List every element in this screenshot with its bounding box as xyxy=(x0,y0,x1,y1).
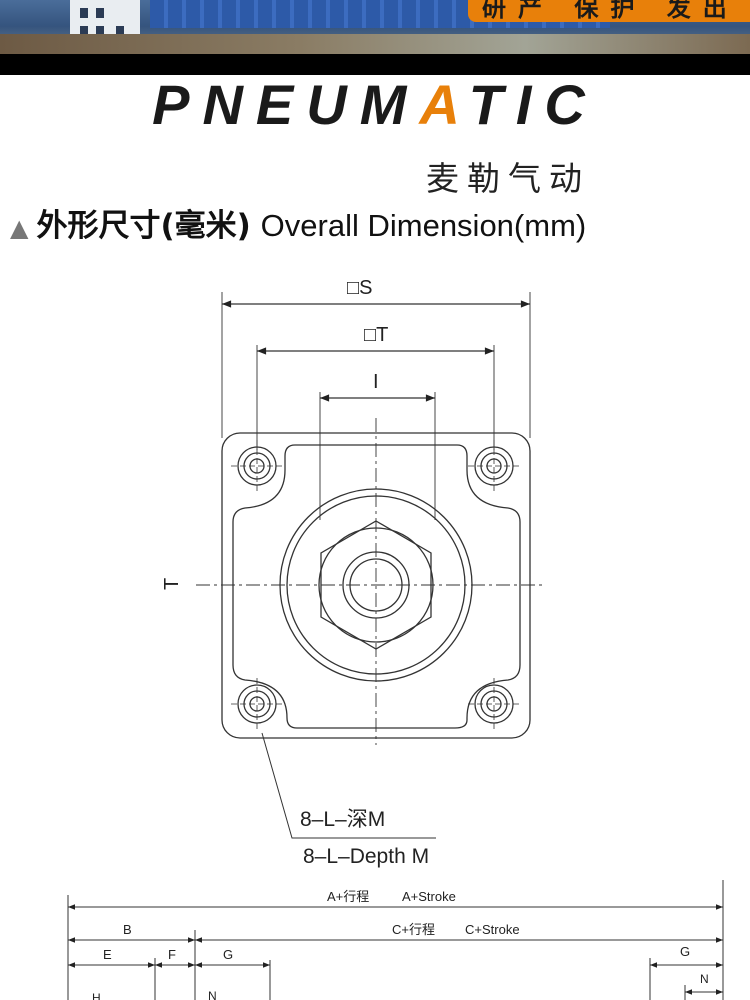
section-title: ▲外形尺寸(毫米) Overall Dimension(mm) xyxy=(10,200,586,245)
logo-text-start: PNEUM xyxy=(152,73,420,136)
inner-recess-outline xyxy=(232,444,521,729)
logo-accent-letter: A xyxy=(419,73,469,136)
section-title-en: Overall Dimension(mm) xyxy=(260,208,587,243)
label-c-stroke-en: C+Stroke xyxy=(465,922,520,937)
section-title-cn: 外形尺寸(毫米) xyxy=(36,208,251,244)
triangle-marker-icon: ▲ xyxy=(10,214,29,242)
label-n-left: N xyxy=(208,989,217,1000)
banner-slogan: 研产 保护 发出 xyxy=(482,0,739,22)
label-g-left: G xyxy=(223,947,233,962)
label-e: E xyxy=(103,947,112,962)
callout-leader-line xyxy=(261,732,436,839)
header-banner: 研产 保护 发出 xyxy=(0,0,750,75)
label-t: □T xyxy=(364,324,388,346)
label-n-right: N xyxy=(700,972,709,986)
label-b: B xyxy=(123,922,132,937)
banner-ground-image xyxy=(0,34,750,54)
label-a-stroke-cn: A+行程 xyxy=(327,889,369,904)
label-c-stroke-cn: C+行程 xyxy=(392,922,435,937)
banner-black-bar xyxy=(0,54,750,75)
label-a-stroke-en: A+Stroke xyxy=(402,889,456,904)
label-h: H xyxy=(92,991,101,1000)
label-s: □S xyxy=(347,277,372,299)
banner-slogan-tab: 研产 保护 发出 xyxy=(468,0,750,22)
label-i: I xyxy=(373,371,379,393)
callout-label-en: 8–L–Depth M xyxy=(303,845,429,868)
label-t-side: T xyxy=(161,578,183,590)
logo-text-end: TIC xyxy=(468,73,598,136)
label-g-right: G xyxy=(680,944,690,959)
pneumatic-logo: PNEUMATIC xyxy=(0,72,750,137)
brand-name-cn: 麦勒气动 xyxy=(426,159,590,198)
label-f: F xyxy=(168,947,176,962)
callout-label-cn: 8–L–深M xyxy=(300,808,385,831)
